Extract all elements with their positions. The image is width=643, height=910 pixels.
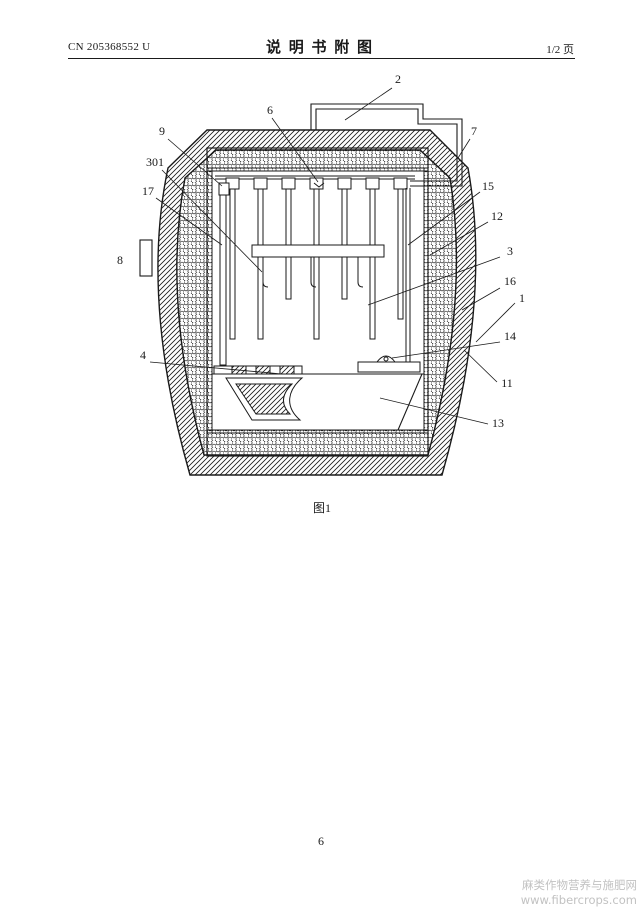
leader-lines	[149, 87, 516, 425]
label-8: 8	[117, 253, 123, 267]
hanging-rack	[251, 244, 385, 288]
label-11: 11	[501, 376, 513, 390]
label-17: 17	[142, 184, 154, 198]
control-box	[139, 239, 153, 277]
collection-tray	[225, 377, 304, 421]
exhaust-pipe	[310, 103, 463, 187]
watermark-url: www.fibercrops.com	[520, 893, 637, 907]
label-13: 13	[492, 416, 504, 430]
page-number: 6	[318, 834, 324, 848]
label-16: 16	[504, 274, 516, 288]
label-301: 301	[146, 155, 164, 169]
label-1: 1	[519, 291, 525, 305]
label-7: 7	[471, 124, 477, 138]
label-12: 12	[491, 209, 503, 223]
label-6: 6	[267, 103, 273, 117]
label-4: 4	[140, 348, 146, 362]
guide-plate	[405, 188, 411, 362]
temperature-sensor	[218, 182, 230, 366]
patent-number: CN 205368552 U	[68, 41, 151, 53]
label-9: 9	[159, 124, 165, 138]
reference-numerals: 2 6 9 7 301 17 15 12 3 8 16 1 14 4 11 13	[117, 72, 525, 430]
header-divider	[68, 58, 575, 59]
discharge-chute	[397, 373, 423, 431]
label-2: 2	[395, 72, 401, 86]
watermark-site-name: 麻类作物营养与施肥网	[522, 878, 637, 892]
label-15: 15	[482, 179, 494, 193]
label-3: 3	[507, 244, 513, 258]
page-title: 说 明 书 附 图	[265, 40, 374, 56]
page-indicator: 1/2 页	[546, 44, 574, 56]
label-14: 14	[504, 329, 516, 343]
heating-rods	[229, 188, 404, 340]
figure-caption: 图1	[312, 501, 331, 515]
fan-housing	[357, 355, 421, 373]
